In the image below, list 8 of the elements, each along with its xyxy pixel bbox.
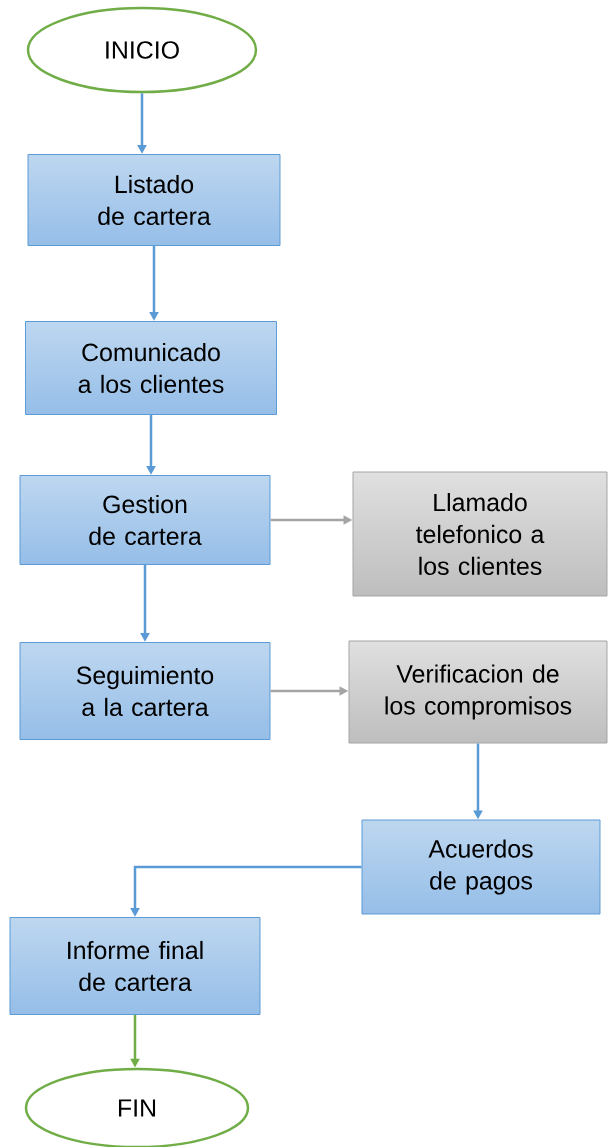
process-box: Comunicado a los clientes [25, 321, 277, 415]
process-box: Gestion de cartera [19, 475, 271, 565]
process-box: Listado de cartera [27, 154, 281, 246]
process-box: Informe final de cartera [9, 917, 261, 1015]
process-box: Verificacion de los compromisos [348, 640, 608, 744]
process-box: Llamado telefonico a los clientes [352, 471, 608, 597]
process-box: Acuerdos de pagos [361, 819, 601, 915]
process-box: Seguimiento a la cartera [19, 642, 271, 740]
